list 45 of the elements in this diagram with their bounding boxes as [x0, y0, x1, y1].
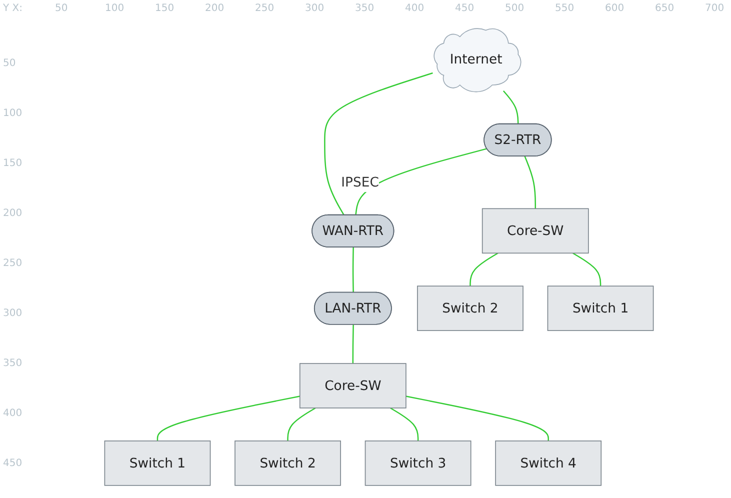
connector [572, 252, 602, 286]
ruler-label: 100 [3, 108, 22, 119]
ruler-label: 450 [3, 458, 22, 469]
connector [352, 324, 354, 364]
ruler-label: 350 [355, 3, 374, 14]
ruler-label: 450 [455, 3, 474, 14]
connector [287, 407, 316, 441]
ruler-label: 250 [3, 258, 22, 269]
node-box: Switch 1 [104, 440, 211, 486]
connector [390, 407, 419, 441]
ruler-label: 200 [3, 208, 22, 219]
connector [355, 148, 487, 216]
node-box: Switch 2 [234, 440, 341, 486]
ruler-label: Y X: [3, 3, 23, 14]
edge-label: IPSEC [341, 174, 379, 190]
ruler-label: 600 [605, 3, 624, 14]
ruler-label: 250 [255, 3, 274, 14]
node-box: Switch 2 [417, 286, 524, 331]
ruler-label: 200 [205, 3, 224, 14]
ruler-label: 150 [3, 158, 22, 169]
ruler-label: 700 [705, 3, 724, 14]
ruler-label: 300 [305, 3, 324, 14]
ruler-label: 300 [3, 308, 22, 319]
node-box: Switch 3 [364, 440, 472, 486]
node-box: Switch 1 [547, 286, 654, 331]
ruler-label: 650 [655, 3, 674, 14]
ruler-label: 100 [105, 3, 124, 14]
ruler-label: 150 [155, 3, 174, 14]
connector [156, 396, 300, 441]
ruler-label: 50 [55, 3, 68, 14]
connector [406, 396, 549, 441]
node-box: Core-SW [299, 363, 406, 408]
ruler-label: 550 [555, 3, 574, 14]
ruler-label: 500 [505, 3, 524, 14]
connector [502, 90, 519, 124]
node-box: Switch 4 [495, 440, 602, 486]
connector [524, 156, 536, 209]
ruler-label: 400 [3, 408, 22, 419]
node-box: Core-SW [482, 208, 589, 254]
connector [470, 252, 498, 286]
connector [324, 72, 433, 216]
connector [352, 247, 354, 293]
ruler-label: 400 [405, 3, 424, 14]
ruler-label: 50 [3, 58, 16, 69]
ruler-label: 350 [3, 358, 22, 369]
